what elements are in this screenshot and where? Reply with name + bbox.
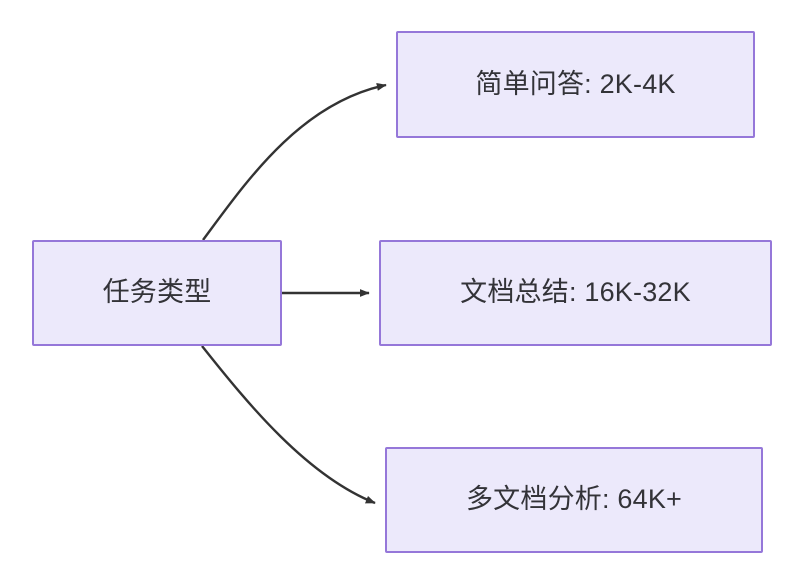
node-task-type[interactable]: 任务类型 [32, 240, 282, 346]
node-doc-summary[interactable]: 文档总结: 16K-32K [379, 240, 772, 346]
node-multi-doc-label: 多文档分析: 64K+ [465, 484, 682, 515]
node-doc-summary-label: 文档总结: 16K-32K [460, 277, 691, 308]
edge-source-simple-qa [202, 82, 387, 241]
edge-source-multi-doc [201, 345, 376, 505]
node-task-type-label: 任务类型 [102, 277, 212, 308]
node-simple-qa[interactable]: 简单问答: 2K-4K [396, 31, 755, 138]
node-simple-qa-label: 简单问答: 2K-4K [475, 68, 676, 99]
node-multi-doc[interactable]: 多文档分析: 64K+ [385, 447, 763, 553]
